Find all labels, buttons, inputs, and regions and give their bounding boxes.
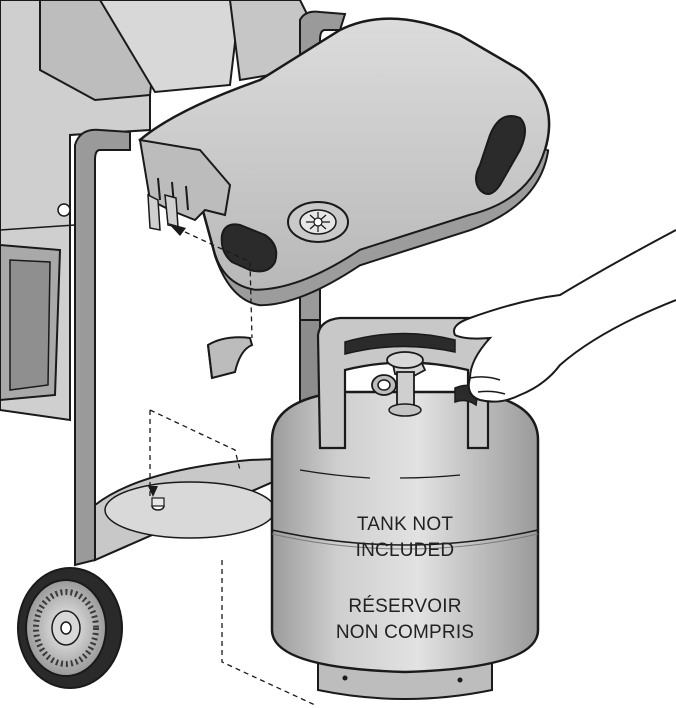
clip-arrow xyxy=(168,223,186,236)
tank-label-english-line1: TANK NOT xyxy=(356,514,454,535)
grill-body xyxy=(0,0,322,422)
dashed-guide-lines xyxy=(149,231,316,706)
side-shelf xyxy=(138,17,551,307)
tank-clip-hook xyxy=(147,193,179,231)
hand xyxy=(453,229,676,403)
wheel xyxy=(17,567,123,689)
tank-label-english-line2: INCLUDED xyxy=(355,540,455,561)
propane-tank xyxy=(270,316,540,700)
tank-label-french-line2: NON COMPRIS xyxy=(335,622,475,643)
bottom-shelf xyxy=(94,456,301,562)
shelf-arrow xyxy=(148,486,158,497)
tank-label-french-line1: RÉSERVOIR xyxy=(348,596,462,617)
clip-part xyxy=(206,336,254,380)
